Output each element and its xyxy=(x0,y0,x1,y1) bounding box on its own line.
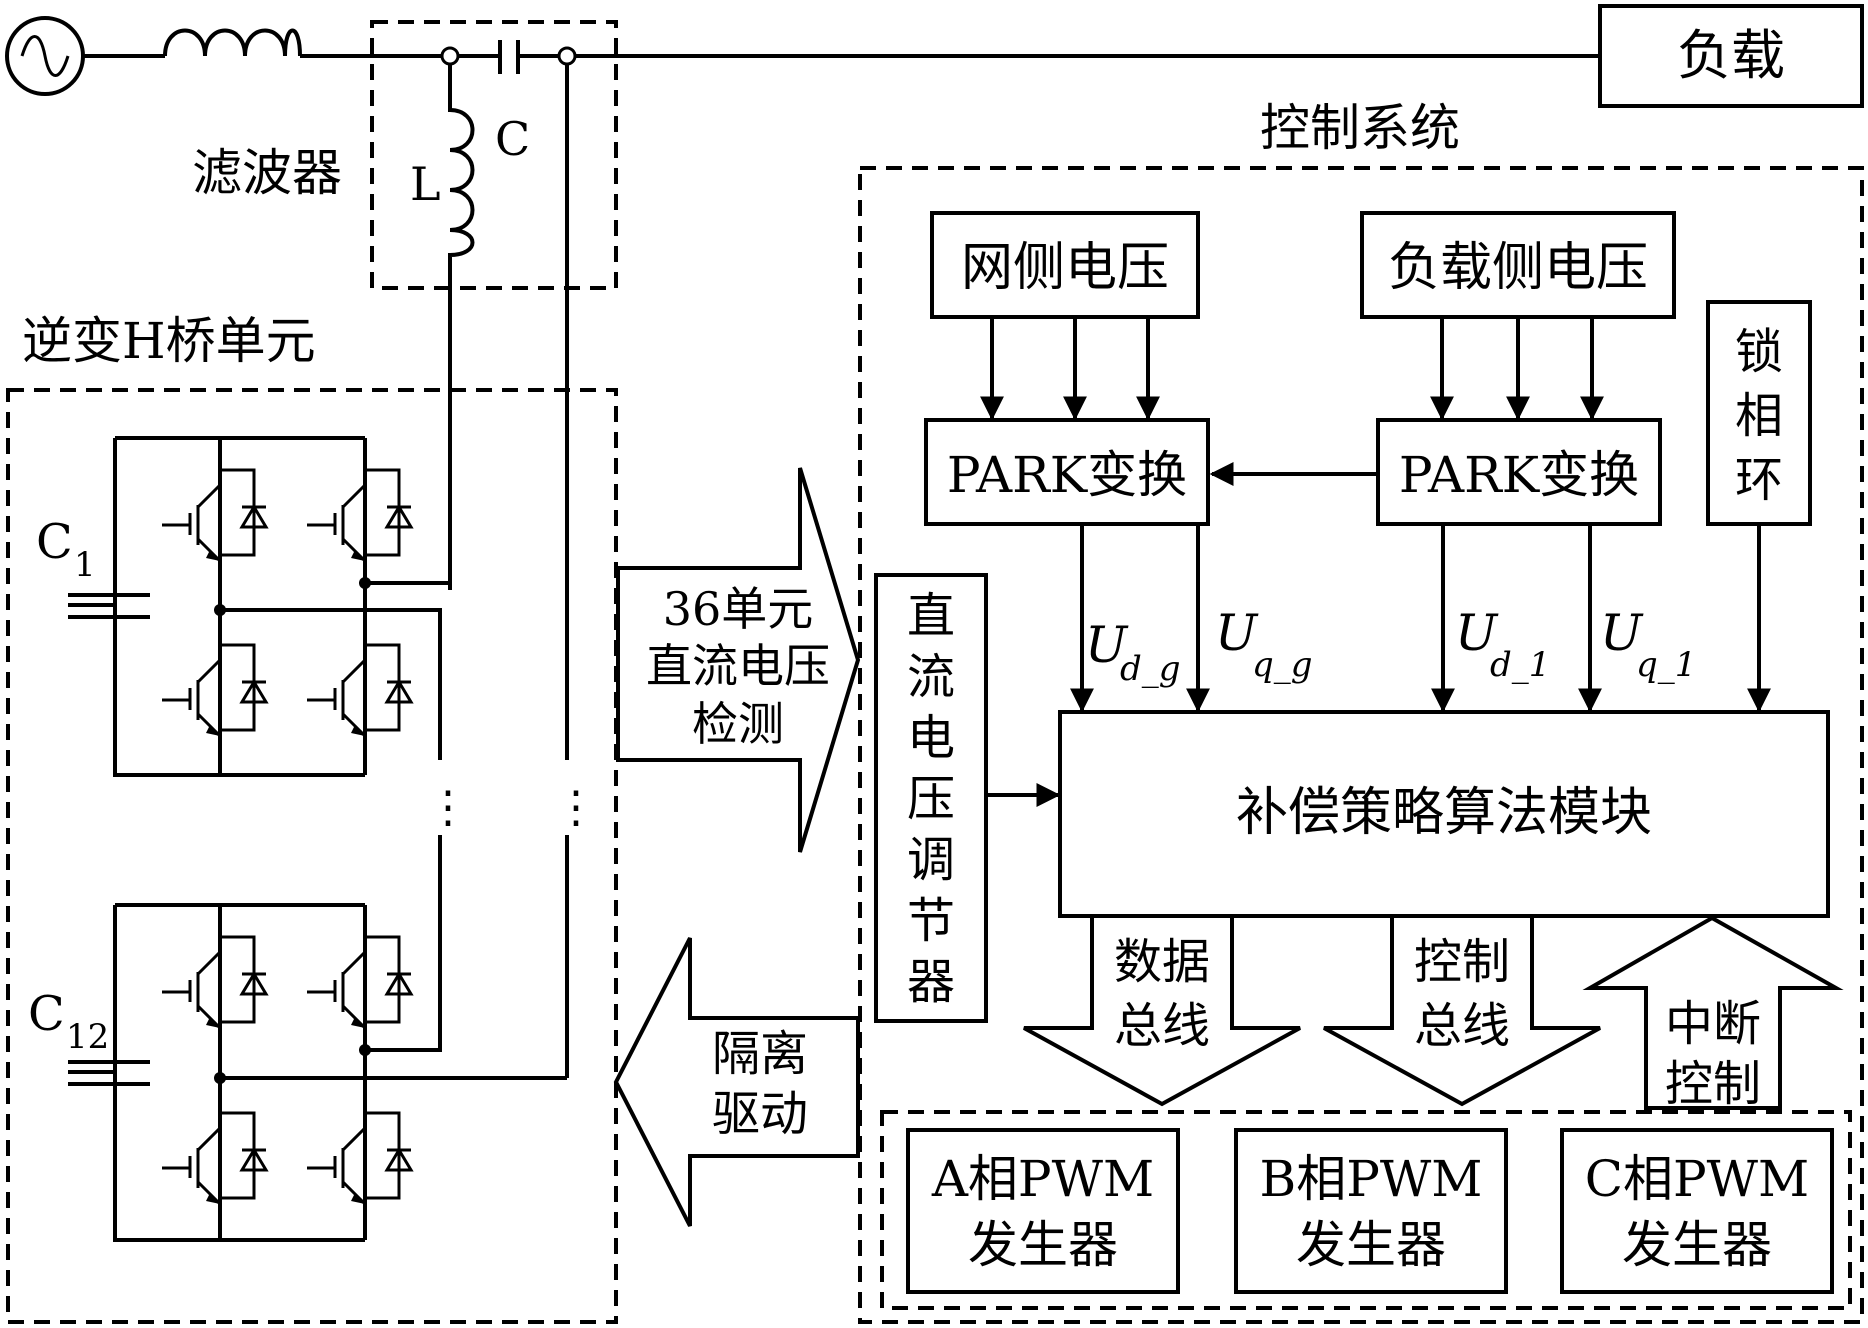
pwm-c-line-1: C相PWM xyxy=(1585,1150,1810,1208)
uq-g-sub: q_g xyxy=(1252,645,1313,685)
ac-source xyxy=(5,16,85,96)
dc-regulator-char: 器 xyxy=(907,954,955,1010)
pwm-a-box xyxy=(906,1128,1180,1294)
grid-voltage-label: 网侧电压 xyxy=(961,238,1169,298)
pwm-a-line-1: A相PWM xyxy=(931,1150,1154,1208)
ud-g-main: U xyxy=(1085,616,1129,674)
isolation-line-1: 隔离 xyxy=(712,1026,808,1082)
pwm-c-line-2: 发生器 xyxy=(1622,1216,1772,1274)
park-left-box xyxy=(924,418,1210,526)
inverter-box xyxy=(6,388,618,1324)
pwm-a-line-2: 发生器 xyxy=(968,1216,1118,1274)
filter-box xyxy=(370,20,618,290)
dc-regulator-char: 流 xyxy=(907,649,955,705)
pll-char-3: 环 xyxy=(1735,452,1783,508)
filter-l-label: L xyxy=(410,157,441,211)
data-bus-line-2: 总线 xyxy=(1114,998,1210,1054)
node-right xyxy=(557,46,577,66)
load-label: 负载 xyxy=(1677,24,1785,87)
park-left-label: PARK变换 xyxy=(947,446,1187,504)
ud-l-main: U xyxy=(1455,604,1499,662)
dc-regulator-char: 电 xyxy=(907,710,955,766)
dc-regulator-char: 调 xyxy=(907,832,955,888)
series-inductor xyxy=(163,28,302,57)
interrupt-line-1: 中断 xyxy=(1665,996,1761,1052)
c1-subscript: 1 xyxy=(74,545,96,585)
c1-label: C xyxy=(36,514,73,570)
control-system-label: 控制系统 xyxy=(1260,99,1460,157)
uq-l-main: U xyxy=(1600,604,1644,662)
dc-detect-line-3: 检测 xyxy=(692,697,784,751)
filter-label: 滤波器 xyxy=(192,144,342,202)
data-bus-line-1: 数据 xyxy=(1114,934,1210,990)
ellipsis-1: ⋮ xyxy=(426,782,470,833)
dc-detect-arrow xyxy=(616,467,861,853)
ud-g-sub: d_g xyxy=(1120,649,1181,689)
c12-label: C xyxy=(28,986,65,1042)
park-right-label: PARK变换 xyxy=(1399,446,1639,504)
dc-regulator-box xyxy=(874,573,988,1023)
isolation-line-2: 驱动 xyxy=(712,1086,808,1142)
dc-detect-line-2: 直流电压 xyxy=(646,639,830,693)
uq-l-sub: q_1 xyxy=(1636,645,1696,685)
dc-regulator-char: 节 xyxy=(907,893,955,949)
pwm-b-box xyxy=(1234,1128,1508,1294)
inverter-label: 逆变H桥单元 xyxy=(22,312,316,370)
compensation-label: 补偿策略算法模块 xyxy=(1236,783,1652,843)
dc-regulator-char: 压 xyxy=(907,771,955,827)
h-bridge-2 xyxy=(68,835,567,1242)
interrupt-arrow xyxy=(1582,915,1844,1110)
filter-c-label: C xyxy=(495,112,530,166)
h-bridge-1 xyxy=(68,436,450,777)
c12-subscript: 12 xyxy=(66,1017,109,1057)
pll-char-1: 锁 xyxy=(1735,324,1783,380)
filter-inductor xyxy=(448,64,475,590)
isolation-drive-arrow xyxy=(613,937,860,1227)
grid-voltage-box xyxy=(930,211,1200,319)
control-bus-line-1: 控制 xyxy=(1414,934,1510,990)
node-left xyxy=(440,46,460,66)
pwm-c-box xyxy=(1560,1128,1834,1294)
ud-l-sub: d_1 xyxy=(1490,645,1550,685)
dc-regulator-char: 直 xyxy=(907,588,955,644)
control-bus-arrow xyxy=(1323,914,1601,1107)
data-bus-arrow xyxy=(1023,914,1301,1107)
ellipsis-2: ⋮ xyxy=(554,782,598,833)
uq-g-main: U xyxy=(1215,604,1259,662)
pwm-group-box xyxy=(880,1110,1852,1310)
pll-char-2: 相 xyxy=(1735,388,1783,444)
control-bus-line-2: 总线 xyxy=(1414,998,1510,1054)
load-box xyxy=(1598,4,1864,108)
pwm-b-line-1: B相PWM xyxy=(1260,1150,1483,1208)
pwm-b-line-2: 发生器 xyxy=(1296,1216,1446,1274)
interrupt-line-2: 控制 xyxy=(1665,1056,1761,1112)
control-system-box xyxy=(858,166,1864,1324)
load-voltage-label: 负载侧电压 xyxy=(1388,238,1648,298)
dc-detect-line-1: 36单元 xyxy=(663,582,814,636)
